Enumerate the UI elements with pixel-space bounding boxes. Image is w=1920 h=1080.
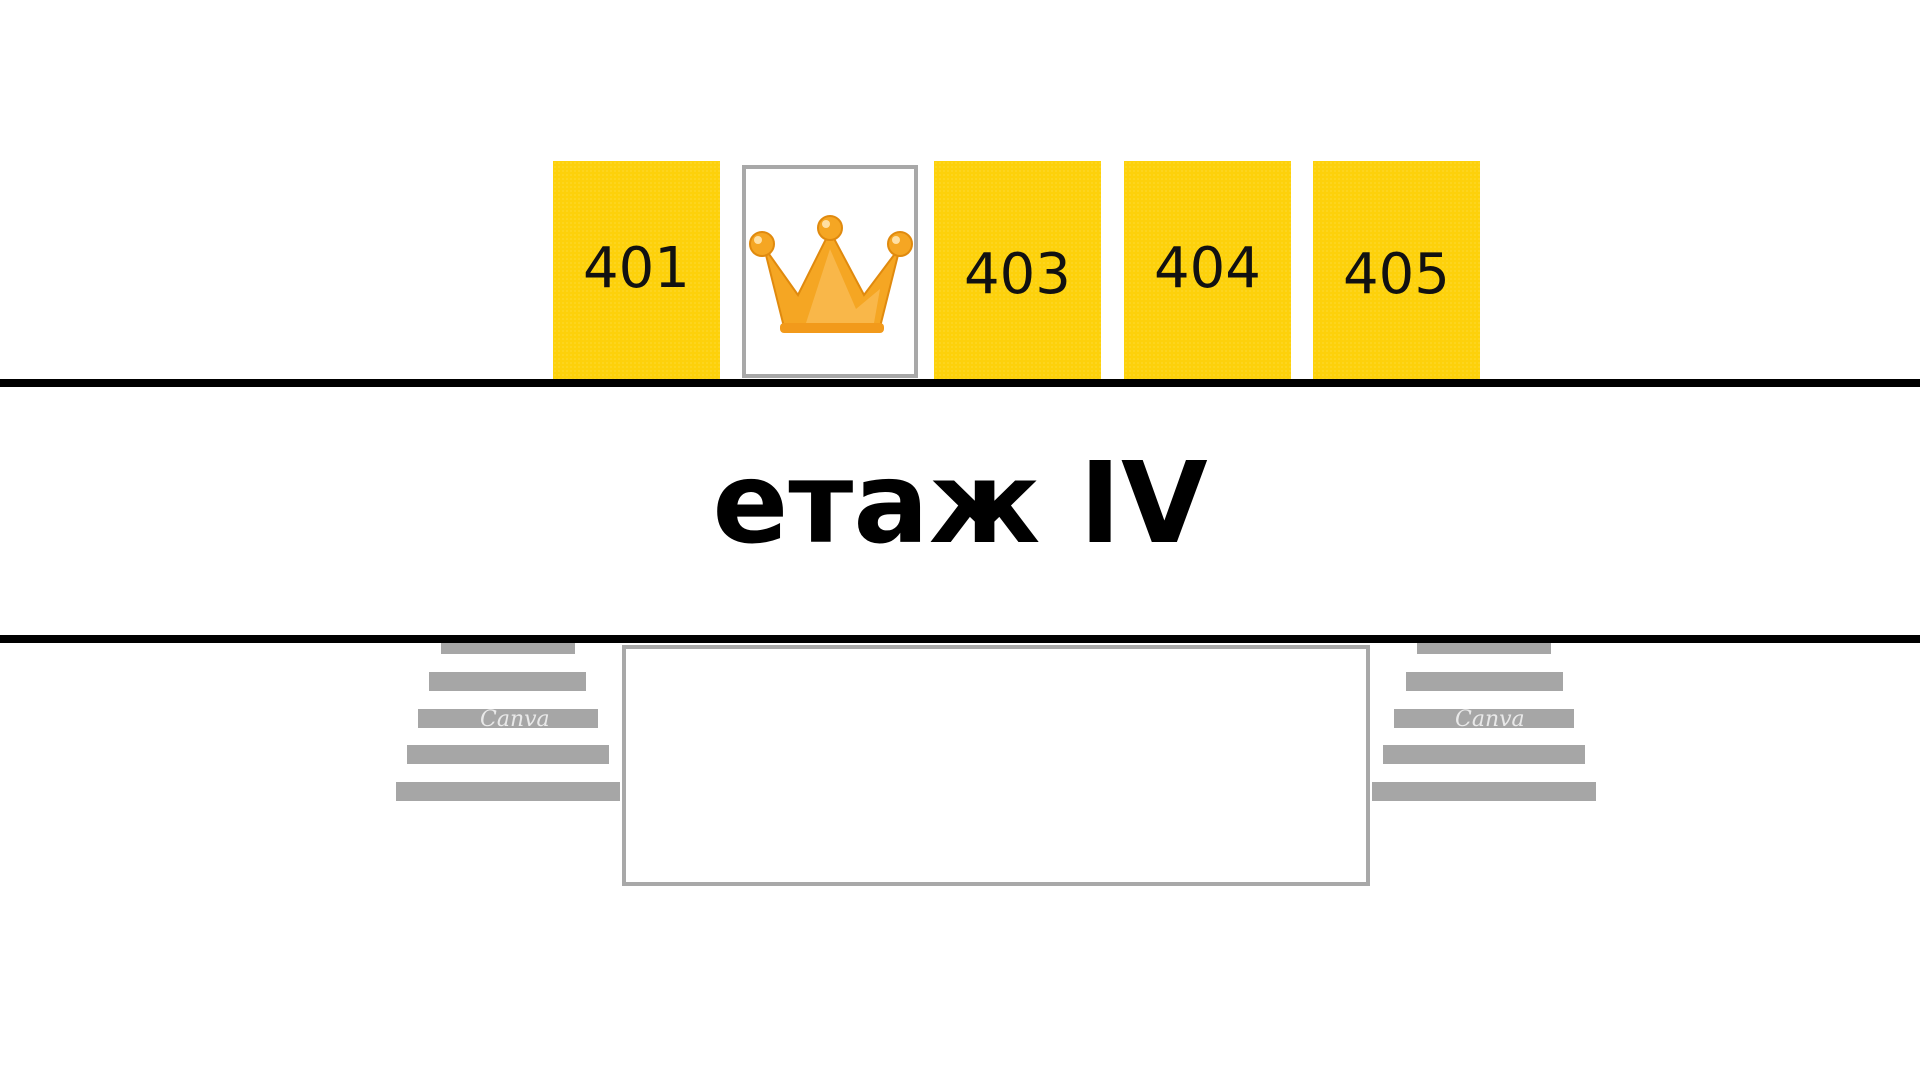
stair-step	[1394, 709, 1574, 728]
floor-band-bottom-line	[0, 635, 1920, 643]
room-number-label: 405	[1343, 242, 1450, 307]
floor-band-top-line	[0, 379, 1920, 387]
room-404[interactable]: 404	[1124, 161, 1291, 379]
watermark-text: Canva	[1455, 707, 1525, 732]
stair-step	[441, 643, 575, 654]
room-403[interactable]: 403	[934, 161, 1101, 379]
stair-step	[407, 745, 609, 764]
watermark-text: Canva	[480, 707, 550, 732]
stair-step	[1383, 745, 1585, 764]
stair-landing	[622, 645, 1370, 886]
room-number-label: 401	[583, 236, 690, 301]
stair-step	[396, 782, 620, 801]
crown-icon	[749, 215, 913, 333]
stair-step	[1406, 672, 1563, 691]
stair-step	[1372, 782, 1596, 801]
room-401[interactable]: 401	[553, 161, 720, 379]
room-number-label: 403	[964, 242, 1071, 307]
stair-step	[1417, 643, 1551, 654]
room-402-crown[interactable]	[742, 165, 918, 378]
stair-step	[418, 709, 598, 728]
room-405[interactable]: 405	[1313, 161, 1480, 379]
floor-title: етаж IV	[712, 439, 1208, 569]
stair-step	[429, 672, 586, 691]
room-number-label: 404	[1154, 236, 1261, 301]
